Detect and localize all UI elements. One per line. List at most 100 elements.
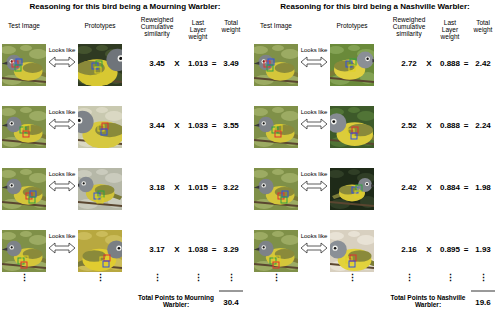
similarity-value: 2.42 xyxy=(394,184,424,193)
bird-head xyxy=(6,179,21,194)
column-header: Test Image xyxy=(2,22,46,29)
eye-ring xyxy=(10,183,14,187)
sum-rule xyxy=(219,291,243,292)
eye xyxy=(366,183,368,185)
patch-box xyxy=(356,185,362,191)
bird-photo xyxy=(2,168,46,210)
operator: X xyxy=(424,60,434,69)
patch-box xyxy=(268,59,274,65)
bird-head xyxy=(6,55,21,70)
arrow-caption: Looks like xyxy=(47,171,77,178)
foliage xyxy=(29,235,46,245)
foliage xyxy=(281,111,298,121)
bird xyxy=(332,178,374,202)
bird-beak xyxy=(254,61,259,64)
operator: = xyxy=(209,60,219,69)
eye-ring xyxy=(262,245,266,249)
foliage xyxy=(2,232,16,240)
eye xyxy=(263,184,265,186)
patch-box xyxy=(274,256,280,262)
bird-head xyxy=(258,55,273,70)
looks-like-arrow xyxy=(301,243,327,253)
foliage xyxy=(20,45,32,51)
column-header: Prototypes xyxy=(330,22,374,29)
bird-head xyxy=(258,117,273,132)
ellipsis: ⋮ xyxy=(399,274,419,284)
similarity-value: 2.16 xyxy=(394,246,424,255)
similarity-value: 3.44 xyxy=(142,122,172,131)
bird-head xyxy=(107,240,122,258)
eye xyxy=(332,120,335,123)
foliage xyxy=(96,169,108,175)
weight-value: 1.015 xyxy=(183,184,213,193)
eye-ring xyxy=(78,117,82,123)
operator: X xyxy=(424,122,434,131)
patch-box xyxy=(97,197,103,203)
ellipsis: ⋮ xyxy=(221,274,241,284)
patch-box xyxy=(267,65,273,71)
bird-wing xyxy=(348,124,373,137)
eye xyxy=(366,58,368,60)
patch-box xyxy=(22,256,28,262)
weight-value: 0.888 xyxy=(435,122,465,131)
bird-photo xyxy=(330,106,374,148)
total-value: 3.22 xyxy=(218,184,244,193)
eye xyxy=(119,57,122,60)
bird xyxy=(78,111,122,148)
patch-box xyxy=(350,255,356,261)
patch-box xyxy=(281,197,287,203)
bird-beak xyxy=(254,247,259,250)
ellipsis: ⋮ xyxy=(440,274,460,284)
column-header: Reweighed Cumulative similarity xyxy=(387,16,431,37)
bird-wing xyxy=(23,249,43,259)
weight-value: 0.884 xyxy=(435,184,465,193)
foliage xyxy=(2,46,16,54)
operator: X xyxy=(172,184,182,193)
operator: = xyxy=(461,60,471,69)
patch-box xyxy=(276,125,282,131)
eye-ring xyxy=(10,121,14,125)
ellipsis: ⋮ xyxy=(188,274,208,284)
bird-head xyxy=(357,52,374,69)
foliage xyxy=(272,45,284,51)
bird xyxy=(78,177,122,203)
bird xyxy=(254,117,298,143)
bird-photo xyxy=(254,230,298,272)
eye-ring xyxy=(333,246,338,251)
patch-box xyxy=(98,191,104,197)
patch-box xyxy=(23,131,29,137)
patch-box xyxy=(15,65,21,71)
bird xyxy=(330,113,374,146)
bird xyxy=(78,49,122,86)
similarity-value: 3.17 xyxy=(142,246,172,255)
column-header: Last Layer weight xyxy=(435,19,465,40)
foliage xyxy=(272,169,284,175)
bird-head xyxy=(258,179,273,194)
bird-photo xyxy=(254,168,298,210)
bird-head xyxy=(258,241,273,256)
eye-ring xyxy=(262,121,266,125)
ellipsis: ⋮ xyxy=(473,274,493,284)
bird-wing xyxy=(275,249,295,259)
foliage xyxy=(254,170,268,178)
eye-ring xyxy=(365,56,370,61)
foliage xyxy=(78,232,92,240)
patch-box xyxy=(21,262,27,268)
eye-ring xyxy=(10,245,14,249)
bird-photo xyxy=(254,106,298,148)
bird xyxy=(2,241,46,267)
eye-ring xyxy=(262,183,266,187)
foliage xyxy=(254,46,268,54)
branch xyxy=(330,202,374,206)
bird xyxy=(254,55,298,81)
bird-head xyxy=(6,241,21,256)
bird xyxy=(254,179,298,205)
looks-like-arrow xyxy=(49,119,75,129)
foliage xyxy=(281,235,298,245)
operator: X xyxy=(172,122,182,131)
column-header: Reweighed Cumulative similarity xyxy=(135,16,179,37)
weight-value: 1.038 xyxy=(183,246,213,255)
arrow-caption: Looks like xyxy=(299,233,329,240)
foliage xyxy=(29,111,46,121)
